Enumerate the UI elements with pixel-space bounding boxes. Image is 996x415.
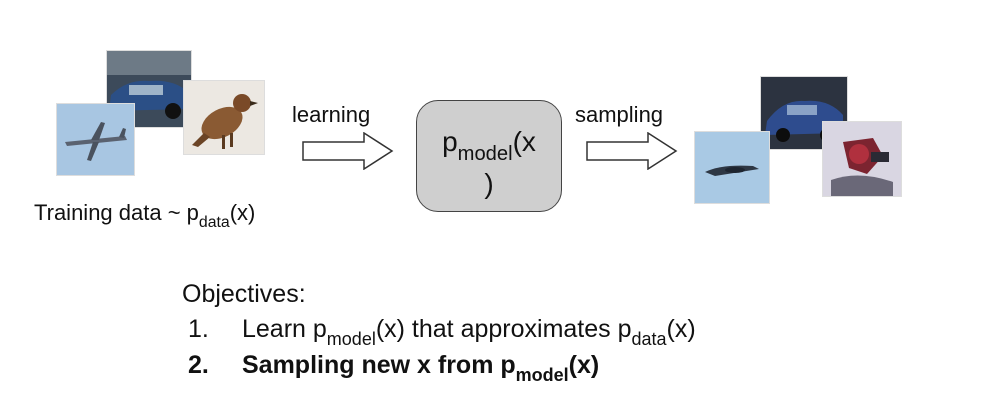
airplane-photo-left [56,103,135,176]
objective-text: Sampling new x from p [242,351,516,379]
figure-photo-right [822,121,902,197]
figure-photo-icon [823,122,901,196]
objective-sub: model [326,329,376,350]
training-data-tail: (x) [229,200,256,225]
bird-photo-icon [184,81,264,154]
objective-number: 1. [188,315,209,343]
objective-text-mid: (x) that approximates p [375,315,632,343]
model-p: p [442,126,458,157]
flying-object-photo-icon [695,132,769,203]
learning-label: learning [292,102,371,127]
model-box: pmodel(x ) [416,100,562,212]
training-data-label: Training data ~ pdata(x) [34,202,255,231]
model-paren-open: (x [512,126,536,157]
model-label: pmodel(x ) [417,127,561,199]
objective-text: Learn p [242,315,327,343]
sampling-label: sampling [575,102,664,127]
objective-sub: data [631,329,667,350]
model-sub: model [457,143,513,166]
airplane-photo-icon [57,104,134,175]
sampling-arrow-icon [586,132,678,170]
model-paren-close: ) [484,168,494,200]
objective-item-2: 2. Sampling new x from pmodel(x) [188,351,600,386]
flying-object-photo-right [694,131,770,204]
bird-photo-left [183,80,265,155]
learning-arrow-icon [302,132,394,170]
training-data-sub: data [198,214,230,232]
objectives-title: Objectives: [182,280,306,308]
objective-sub: model [515,365,569,386]
training-data-text: Training data ~ p [34,200,199,225]
objective-number: 2. [188,351,209,379]
objective-item-1: 1. Learn pmodel(x) that approximates pdat… [188,315,696,350]
objective-text-end: (x) [666,315,696,343]
objective-text-end: (x) [568,351,600,379]
